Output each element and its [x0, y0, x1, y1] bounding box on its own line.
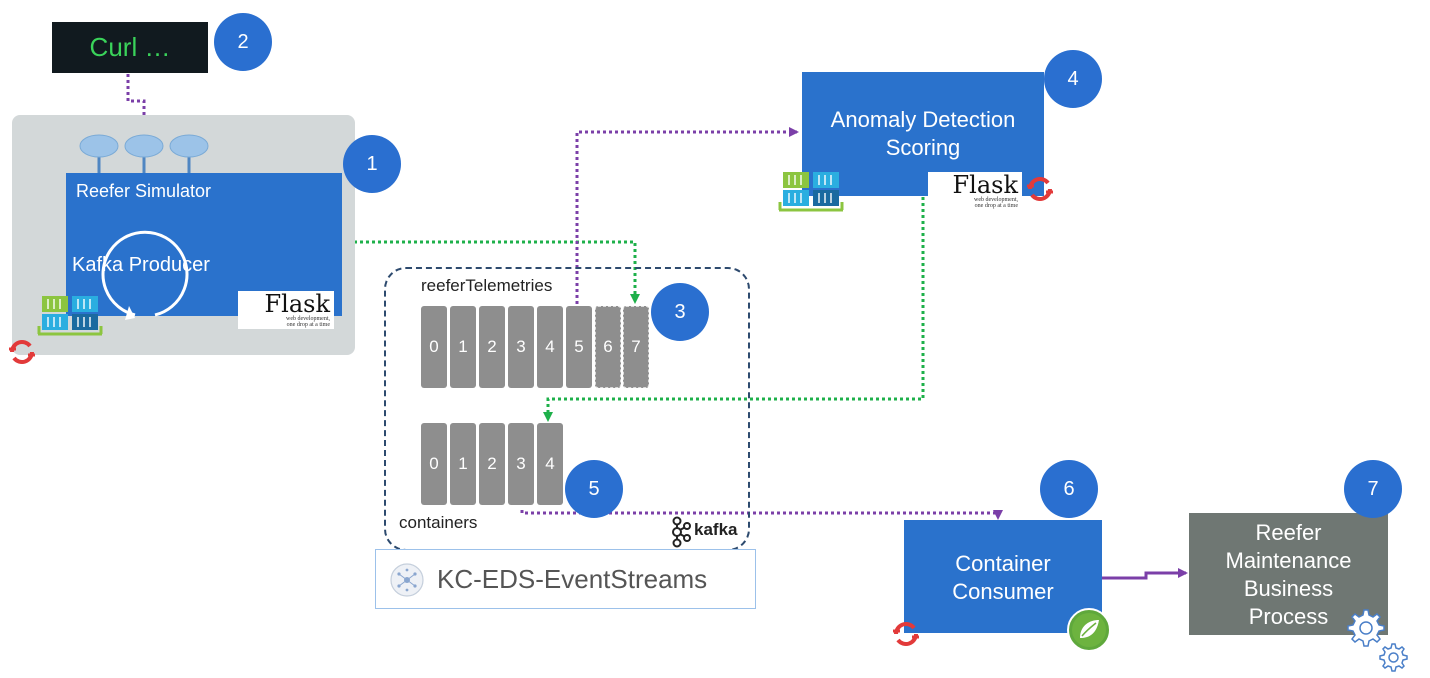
badge-5: 5: [565, 460, 623, 518]
partition: 7: [623, 306, 649, 388]
partition: 0: [421, 423, 447, 505]
kafka-label: kafka: [694, 520, 738, 539]
simulator-title: Reefer Simulator: [76, 181, 212, 201]
flask-tagline-1: web development,: [286, 316, 330, 322]
bpm-title: Reefer Maintenance Business Process: [1225, 520, 1352, 629]
gears-icon: [1347, 609, 1408, 672]
eventstreams-box: [375, 549, 756, 609]
kafka-logo: [672, 516, 691, 548]
flask-tagline-2: one drop at a time: [286, 322, 330, 328]
flow-containers-to-consumer: [520, 510, 1003, 520]
container-stack-icon: [778, 172, 844, 212]
topic-telemetries-label: reeferTelemetries: [421, 276, 553, 295]
flask-tagline-1: web development,: [974, 197, 1018, 203]
scoring-title: Anomaly Detection Scoring: [830, 107, 1016, 160]
consumer-title: Container Consumer: [952, 551, 1054, 604]
partition: 6: [595, 306, 621, 388]
flask-logo: Flask web development, one drop at a tim…: [238, 291, 334, 329]
api-endpoints: [79, 134, 209, 173]
badge-6: 6: [1040, 460, 1098, 518]
badge-7: 7: [1344, 460, 1402, 518]
partition: 3: [508, 423, 534, 505]
partition: 0: [421, 306, 447, 388]
openshift-icon: [1027, 177, 1053, 201]
loop-icon: [101, 230, 189, 320]
badge-1: 1: [343, 135, 401, 193]
consumer-box: Container Consumer: [904, 520, 1102, 633]
scoring-box: Anomaly Detection Scoring: [802, 72, 1044, 196]
topic-containers-label: containers: [399, 513, 478, 532]
openshift-icon: [893, 622, 919, 646]
partition: 2: [479, 423, 505, 505]
badge-3: 3: [651, 283, 709, 341]
openshift-icon: [9, 340, 35, 364]
spring-logo: [1067, 608, 1111, 652]
flask-word: Flask: [264, 291, 331, 318]
curl-label: Curl …: [89, 32, 171, 62]
partition: 5: [566, 306, 592, 388]
flow-curl-to-simulator: [126, 74, 149, 130]
badge-2: 2: [214, 13, 272, 71]
partition: 4: [537, 306, 563, 388]
api-endpoint-icon: [79, 134, 209, 173]
partition: 1: [450, 423, 476, 505]
flow-simulator-to-telemetries: [342, 240, 640, 304]
partition: 4: [537, 423, 563, 505]
event-streams-icon: [390, 563, 424, 597]
partition: 1: [450, 306, 476, 388]
partition: 3: [508, 306, 534, 388]
flow-consumer-to-bpm: [1102, 568, 1188, 580]
eventstreams-label: KC-EDS-EventStreams: [437, 564, 708, 594]
flask-logo: Flask web development, one drop at a tim…: [928, 172, 1022, 210]
flask-word: Flask: [952, 172, 1019, 199]
curl-terminal: Curl …: [52, 22, 208, 73]
flow-telemetries-to-scoring: [575, 127, 799, 304]
flask-tagline-2: one drop at a time: [974, 203, 1018, 209]
badge-4: 4: [1044, 50, 1102, 108]
container-stack-icon: [37, 296, 103, 336]
partition: 2: [479, 306, 505, 388]
